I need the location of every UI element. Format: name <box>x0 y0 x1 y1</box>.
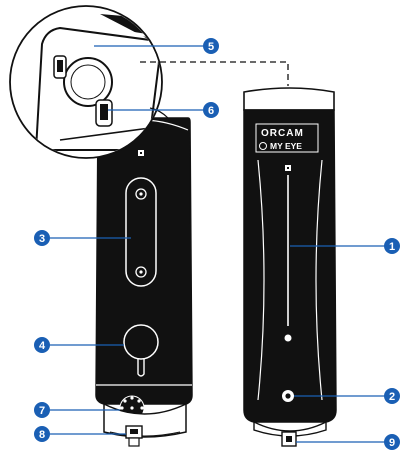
svg-text:8: 8 <box>39 429 45 441</box>
svg-text:6: 6 <box>208 105 214 117</box>
svg-text:4: 4 <box>39 340 46 352</box>
svg-text:1: 1 <box>389 241 395 253</box>
callout-badge-6: 6 <box>203 102 219 118</box>
device-front-bottom-cap <box>253 420 327 437</box>
magnet-mount <box>123 324 159 360</box>
device-back-top-marker-inner <box>140 152 142 154</box>
callout-badge-7: 7 <box>34 402 50 418</box>
svg-text:5: 5 <box>208 41 214 53</box>
svg-text:3: 3 <box>39 233 45 245</box>
svg-text:2: 2 <box>389 391 395 403</box>
callout-badge-8: 8 <box>34 426 50 442</box>
device-back-bottom-cap <box>103 402 187 438</box>
zoom-connector-dashed <box>140 61 289 86</box>
clip-slot-screw-top-dot <box>139 192 143 196</box>
device-front-top-cap <box>243 87 335 111</box>
callout-badge-3: 3 <box>34 230 50 246</box>
logo-line1: ORCAM <box>261 128 304 139</box>
clip-slot <box>125 177 157 287</box>
device-front-body <box>243 109 337 423</box>
callout-badge-5: 5 <box>203 38 219 54</box>
device-front-view: ORCAM MY EYE <box>243 87 337 447</box>
logo-line2: MY EYE <box>270 141 302 151</box>
front-indicator-dot <box>284 334 292 342</box>
callout-badge-2: 2 <box>384 388 400 404</box>
callout-leaders <box>50 45 386 443</box>
callout-badge-4: 4 <box>34 337 50 353</box>
svg-text:9: 9 <box>389 437 395 449</box>
magnet-keyhole <box>137 358 145 377</box>
callout-badge-1: 1 <box>384 238 400 254</box>
device-back-view <box>95 117 193 447</box>
clip-slot-screw-top <box>135 188 147 200</box>
callout-badge-9: 9 <box>384 434 400 450</box>
svg-text:7: 7 <box>39 405 45 417</box>
clip-slot-screw-bottom-dot <box>139 270 143 274</box>
logo-box <box>255 123 319 153</box>
clip-slot-screw-bottom <box>135 266 147 278</box>
